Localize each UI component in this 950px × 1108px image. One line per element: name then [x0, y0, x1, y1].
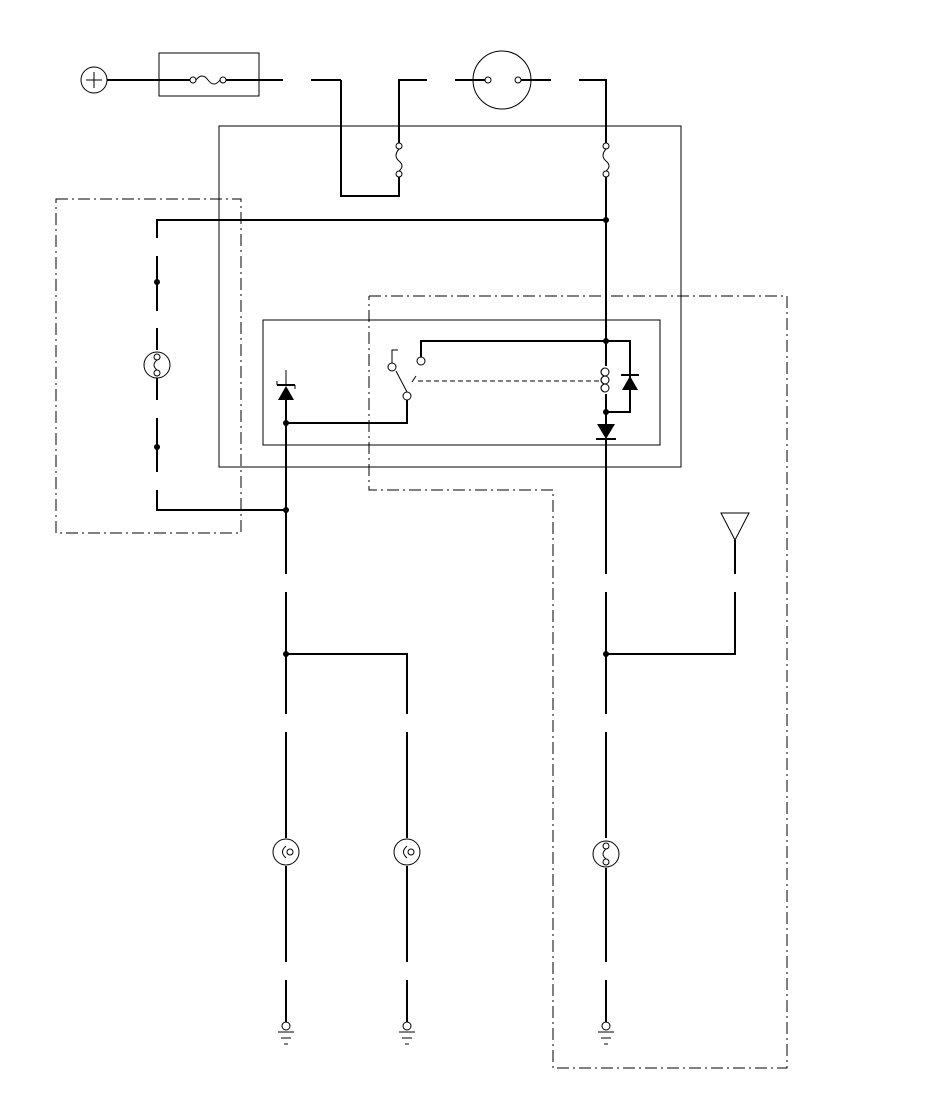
lamp-1	[272, 838, 300, 866]
fuse-icon	[195, 75, 221, 85]
lamp-2	[393, 838, 421, 866]
dashed-right-component-outline	[368, 295, 788, 1069]
ground-icon-1	[278, 1021, 294, 1045]
antenna-icon	[720, 512, 750, 542]
ground-icon-2	[399, 1021, 415, 1045]
lamp-3	[592, 840, 620, 868]
diode-coil-flyback	[621, 374, 639, 390]
diode-left-relay	[276, 370, 296, 400]
ground-icon-3	[598, 1021, 614, 1045]
relay-unit-outline	[262, 319, 661, 446]
fuse-internal-right	[602, 142, 610, 178]
diode-relay-output	[596, 424, 616, 440]
lamp-left-loop	[143, 328, 171, 400]
dashed-left-component-outline	[55, 198, 242, 534]
relay-coil	[600, 367, 610, 393]
fuse-internal-left	[395, 142, 403, 178]
battery-positive-terminal	[80, 66, 108, 94]
fuse-box	[158, 52, 260, 97]
relay-contact-switch	[387, 349, 600, 401]
